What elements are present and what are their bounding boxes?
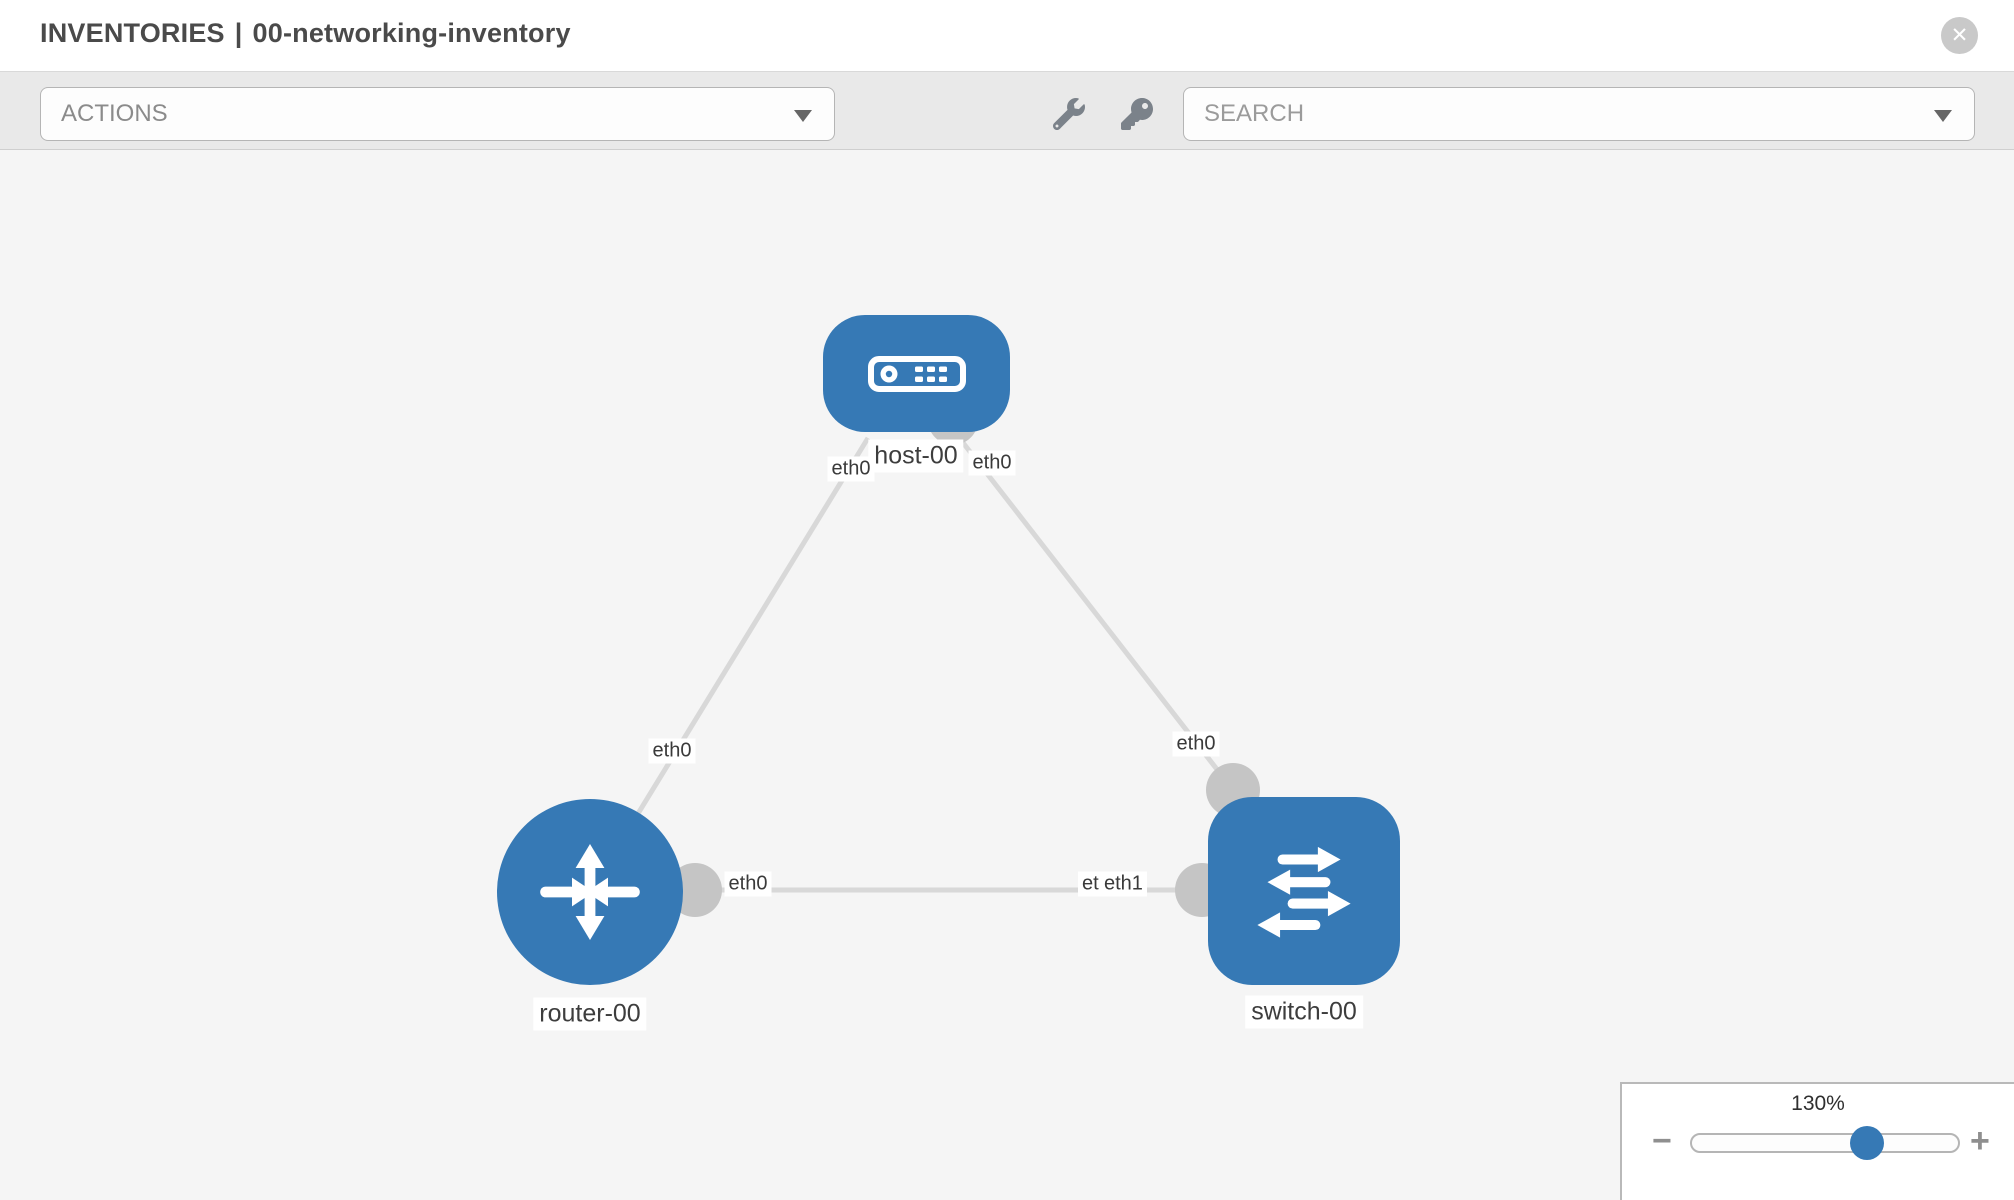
router-icon (540, 844, 640, 940)
iface-label-bottom-eth1-over: eth1 (1100, 871, 1147, 897)
zoom-out-button[interactable]: − (1652, 1122, 1672, 1160)
host-icon (867, 355, 966, 392)
zoom-in-button[interactable]: + (1970, 1122, 1990, 1160)
page-title-section: INVENTORIES (40, 18, 225, 48)
page-title-inventory-name: 00-networking-inventory (252, 18, 571, 48)
page-title-separator: | (234, 18, 243, 48)
chevron-down-icon (794, 110, 812, 122)
close-button[interactable]: ✕ (1941, 17, 1978, 54)
search-placeholder: SEARCH (1204, 100, 1305, 127)
node-host-00[interactable] (823, 315, 1010, 432)
topology-canvas[interactable]: host-00 router-00 switch-00 eth0 eth0 et… (0, 150, 2014, 1200)
link-host-switch[interactable] (948, 424, 1235, 792)
iface-label-host-eth0-left: eth0 (827, 456, 875, 482)
node-label-host-00: host-00 (868, 439, 964, 473)
node-switch-00[interactable] (1208, 797, 1400, 985)
page-title: INVENTORIES | 00-networking-inventory (40, 18, 571, 49)
zoom-slider-track[interactable] (1690, 1126, 1960, 1160)
node-label-switch-00: switch-00 (1245, 995, 1363, 1029)
actions-dropdown-label: ACTIONS (61, 100, 168, 127)
iface-label-host-switch-eth0: eth0 (1172, 731, 1220, 757)
node-router-00[interactable] (497, 799, 683, 985)
search-dropdown[interactable]: SEARCH (1183, 87, 1975, 141)
node-label-router-00: router-00 (533, 997, 647, 1031)
switch-icon (1257, 846, 1351, 938)
header: INVENTORIES | 00-networking-inventory ✕ (0, 0, 2014, 71)
iface-label-host-eth0-right: eth0 (968, 450, 1016, 476)
zoom-level-readout: 130% (1791, 1092, 1845, 1115)
close-icon: ✕ (1950, 24, 1969, 47)
actions-dropdown[interactable]: ACTIONS (40, 87, 835, 141)
toolbar: ACTIONS SEARCH (0, 71, 2014, 150)
wrench-icon[interactable] (1052, 98, 1085, 131)
zoom-slider-knob[interactable] (1850, 1126, 1884, 1160)
iface-label-router-host-eth0: eth0 (648, 738, 696, 764)
zoom-control-panel: 130% − + (1620, 1082, 2014, 1200)
chevron-down-icon (1934, 110, 1952, 122)
key-icon[interactable] (1121, 98, 1153, 130)
iface-label-bottom-eth0: eth0 (724, 871, 772, 897)
topology-links-layer (587, 395, 1304, 917)
